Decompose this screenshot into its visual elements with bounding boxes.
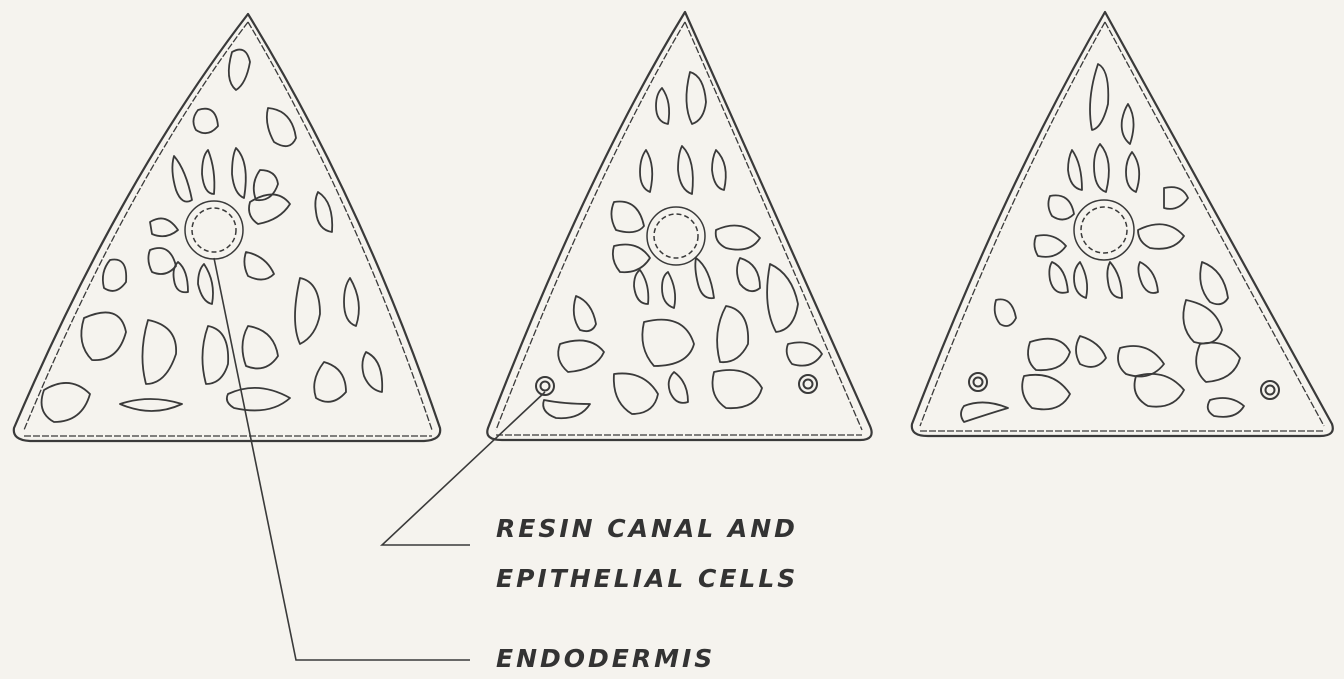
section-1-outline [14, 14, 440, 441]
cell [1074, 262, 1087, 298]
cell [103, 259, 126, 290]
cell [227, 388, 290, 411]
cell [1183, 300, 1222, 344]
cell [314, 362, 346, 402]
cell [1196, 343, 1240, 382]
cell [1135, 374, 1185, 407]
cell [229, 50, 250, 90]
section-1-endodermis-ring [185, 201, 243, 259]
section-2-endodermis-ring [647, 207, 705, 265]
cell [362, 352, 382, 392]
cell [1118, 346, 1164, 376]
cell [244, 252, 274, 280]
section-1-epidermis [24, 22, 432, 436]
cell [142, 320, 176, 384]
resin-canal-right [799, 375, 817, 393]
endodermis-label: ENDODERMIS [496, 644, 715, 673]
cell [81, 312, 126, 360]
cell [1048, 195, 1074, 219]
resin-canal-left [969, 373, 987, 391]
section-2 [487, 12, 871, 440]
section-3-outline [912, 12, 1333, 436]
cell [202, 326, 228, 384]
section-1 [14, 14, 440, 441]
cell [614, 373, 658, 414]
cell [1028, 339, 1070, 371]
cell [995, 299, 1016, 326]
section-2-mesophyll-cells [543, 72, 822, 418]
cell [193, 109, 218, 133]
cell [148, 248, 176, 274]
resin-canal-right [1261, 381, 1279, 399]
cell [42, 383, 90, 422]
cell [558, 340, 604, 372]
cell [640, 150, 652, 192]
cell [1034, 235, 1066, 257]
section-2-resin-canals [536, 375, 817, 395]
cell [1138, 262, 1158, 293]
cell [767, 264, 798, 332]
cell [961, 402, 1008, 422]
section-3-endodermis-ring [1074, 200, 1134, 260]
section-3-resin-canals [969, 373, 1279, 399]
cell [1138, 224, 1184, 249]
resin-canal-label-line1: RESIN CANAL AND [496, 514, 798, 543]
cell [678, 146, 693, 194]
endodermis-leader-line [214, 258, 470, 660]
cell [613, 245, 650, 273]
cell [712, 150, 726, 190]
cell [1200, 262, 1228, 304]
cell [686, 72, 706, 124]
cell [120, 399, 182, 411]
cell [713, 370, 763, 408]
cell [267, 108, 296, 146]
cell [249, 194, 290, 224]
cell [662, 272, 675, 308]
cell [669, 372, 688, 403]
cell [1049, 262, 1068, 293]
cell [634, 270, 648, 304]
cell [174, 262, 189, 292]
cell [1068, 150, 1082, 190]
cell [295, 278, 320, 344]
cell [315, 192, 332, 232]
section-1-mesophyll-cells [42, 50, 383, 422]
cell [1076, 336, 1106, 367]
cell [737, 258, 760, 291]
cell [1208, 398, 1244, 417]
cell [642, 320, 694, 366]
cell [242, 326, 278, 368]
cell [1090, 64, 1108, 130]
section-3-mesophyll-cells [961, 64, 1244, 422]
cell [1122, 104, 1134, 144]
cell [1094, 144, 1109, 192]
cell [611, 202, 644, 233]
cell [717, 306, 748, 362]
cell [656, 88, 669, 124]
cell [1107, 262, 1122, 298]
section-3 [912, 12, 1333, 436]
cell [344, 278, 359, 326]
cell [198, 264, 213, 304]
cell [1164, 187, 1188, 209]
section-2-epidermis [496, 22, 862, 435]
cell [1022, 375, 1070, 410]
resin-canal-label-line2: EPITHELIAL CELLS [496, 564, 798, 593]
cell [1126, 152, 1139, 192]
cell [150, 218, 178, 236]
cell [232, 148, 246, 198]
cell [172, 156, 192, 202]
cell [202, 150, 214, 194]
cell [787, 342, 822, 365]
cell [716, 226, 760, 250]
cell [574, 296, 596, 331]
cell [543, 400, 590, 418]
cell [695, 258, 714, 298]
